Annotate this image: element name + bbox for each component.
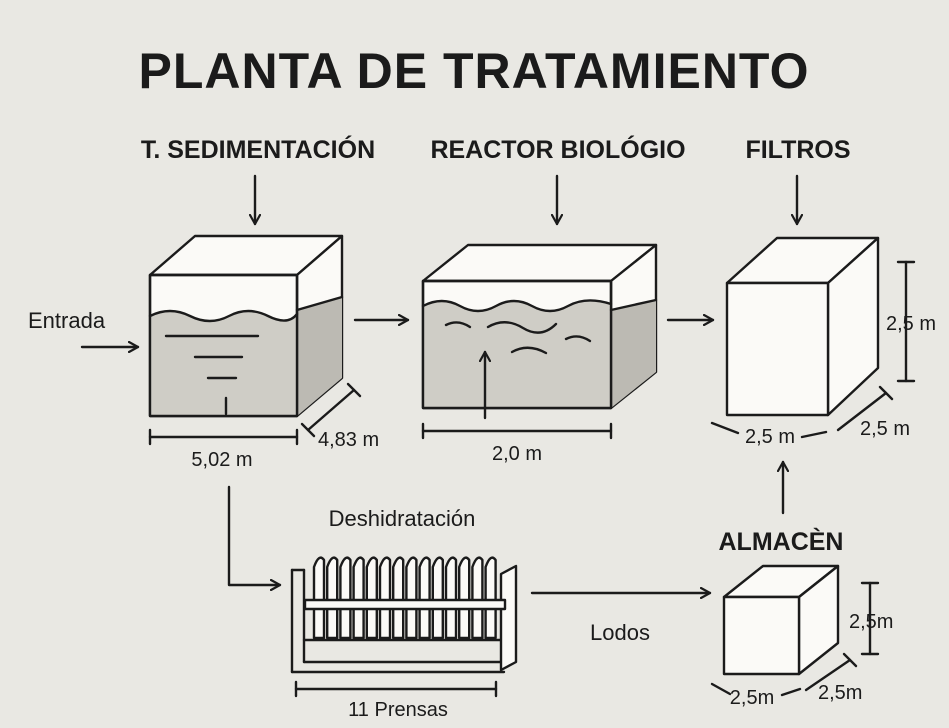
- sed-width-dimension: [148, 428, 299, 446]
- filter-cube: [725, 236, 880, 417]
- press-plate: [326, 556, 339, 640]
- storage-width-label: 2,5m: [730, 687, 774, 709]
- filter-width-label: 2,5 m: [745, 426, 795, 448]
- filter-width-tick-left: [710, 421, 740, 435]
- storage-width-tick-right: [780, 687, 802, 697]
- sed-width-label: 5,02 m: [191, 449, 252, 471]
- press-plate: [431, 556, 444, 640]
- press-plate: [352, 556, 365, 640]
- heading-storage: ALMACÈN: [719, 527, 844, 556]
- heading-reactor: REACTOR BIOLÓGIO: [430, 134, 685, 164]
- press-plate: [392, 556, 405, 640]
- reactor-width-label: 2,0 m: [492, 443, 542, 465]
- press-plate: [378, 556, 392, 640]
- press-plate: [484, 556, 497, 640]
- inlet-label: Entrada: [28, 308, 106, 333]
- filter-width-tick-right: [800, 430, 828, 439]
- press-plate: [471, 556, 484, 640]
- heading-dehydration: Deshidratación: [329, 506, 476, 531]
- sed-depth-dimension: [300, 382, 362, 438]
- sedimentation-tank: [148, 234, 344, 418]
- heading-filters: FILTROS: [745, 136, 850, 164]
- storage-width-tick-left: [710, 682, 732, 696]
- press-plate: [458, 556, 471, 640]
- press-plate: [444, 556, 458, 640]
- storage-height-dimension: [860, 581, 880, 656]
- storage-depth-label: 2,5m: [818, 682, 862, 704]
- press-plate: [365, 556, 378, 640]
- filter-depth-label: 2,5 m: [860, 418, 910, 440]
- diagram-title: PLANTA DE TRATAMIENTO: [139, 43, 810, 99]
- storage-cube: [722, 564, 840, 676]
- press-plate: [339, 556, 352, 640]
- storage-depth-dimension: [804, 652, 858, 692]
- storage-height-label: 2,5m: [849, 611, 893, 633]
- filter-depth-dimension: [836, 385, 894, 432]
- presses-label: 11 Prensas: [348, 699, 448, 721]
- sludge-arrow-to-dehydration: [227, 485, 282, 585]
- filter-press: [290, 556, 518, 674]
- press-plate: [405, 556, 418, 640]
- presses-dimension: [294, 680, 498, 698]
- sludge-label: Lodos: [590, 620, 650, 645]
- filter-height-dimension: [896, 260, 916, 383]
- filter-height-label: 2,5 m: [886, 313, 936, 335]
- press-plate: [418, 556, 431, 640]
- heading-sedimentation: T. SEDIMENTACIÓN: [141, 134, 375, 164]
- reactor-width-dimension: [421, 422, 613, 440]
- reactor-tank: [421, 243, 658, 410]
- press-plate: [312, 556, 326, 640]
- sed-depth-label: 4,83 m: [318, 429, 379, 451]
